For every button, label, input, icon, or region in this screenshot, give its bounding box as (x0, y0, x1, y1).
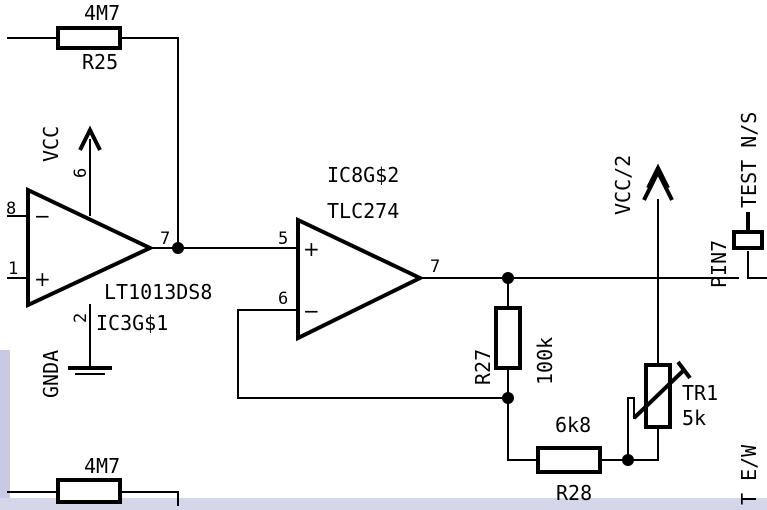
r25-name: R25 (82, 50, 118, 74)
ic3-pin-out: 7 (160, 229, 170, 249)
r28-value: 6k8 (555, 413, 591, 437)
resistor-bottom (56, 478, 122, 504)
resistor-r27 (494, 306, 522, 370)
bottom-scrollbar-edge (0, 498, 767, 510)
test-ns-label: TEST N/S (737, 112, 761, 208)
ic3-plus-sign: + (34, 267, 51, 291)
ic3-pin-noninv: 1 (8, 259, 18, 279)
junction-feedback (502, 392, 514, 404)
trimmer-arrow-tip (676, 360, 692, 380)
resistor-r28 (536, 446, 602, 474)
junction-ic8-out (502, 272, 514, 284)
ic8-pin-noninv: 5 (278, 229, 288, 249)
ic3-minus-sign: − (34, 204, 51, 228)
gnda-label: GNDA (39, 350, 63, 398)
wires (7, 37, 767, 506)
r25-value: 4M7 (84, 1, 120, 25)
trimmer-arrow-icon (632, 368, 686, 420)
ic8-name: IC8G$2 (327, 163, 399, 187)
r27-value: 100k (533, 337, 557, 385)
r28-name: R28 (556, 481, 592, 505)
ic3-pin-inv: 8 (6, 199, 16, 219)
junction-ic3-out (172, 242, 184, 254)
testpoint-pad (732, 230, 764, 250)
bottom-res-value: 4M7 (84, 454, 120, 478)
tr1-name: TR1 (682, 381, 718, 405)
test-ew-label: T E/W (737, 444, 761, 505)
ic8-pin-out: 7 (430, 257, 440, 277)
vcc-half-arrow-inner (646, 163, 670, 189)
vcc-half-label: VCC/2 (611, 155, 635, 215)
ic3-name: IC3G$1 (96, 311, 168, 335)
vcc-arrow-icon (78, 125, 102, 151)
ic3-pin-vcc: 6 (71, 168, 91, 178)
left-scrollbar-edge (0, 350, 10, 502)
junction-tr1 (622, 454, 634, 466)
opamp-ic3 (26, 186, 155, 309)
opamp-ic8 (296, 216, 425, 342)
ic8-plus-sign: + (303, 237, 320, 261)
ic8-pin-inv: 6 (278, 289, 288, 309)
ic8-part: TLC274 (327, 199, 399, 223)
pin7-label: PIN7 (707, 240, 731, 288)
ic8-minus-sign: − (303, 299, 320, 323)
trimmer-wiper-link (627, 397, 635, 419)
r27-name: R27 (471, 349, 495, 385)
resistor-r25 (56, 26, 122, 50)
vcc-label: VCC (39, 126, 63, 162)
tr1-value: 5k (682, 406, 706, 430)
ic3-part: LT1013DS8 (104, 280, 212, 304)
ic3-pin-gnd: 2 (71, 313, 91, 323)
